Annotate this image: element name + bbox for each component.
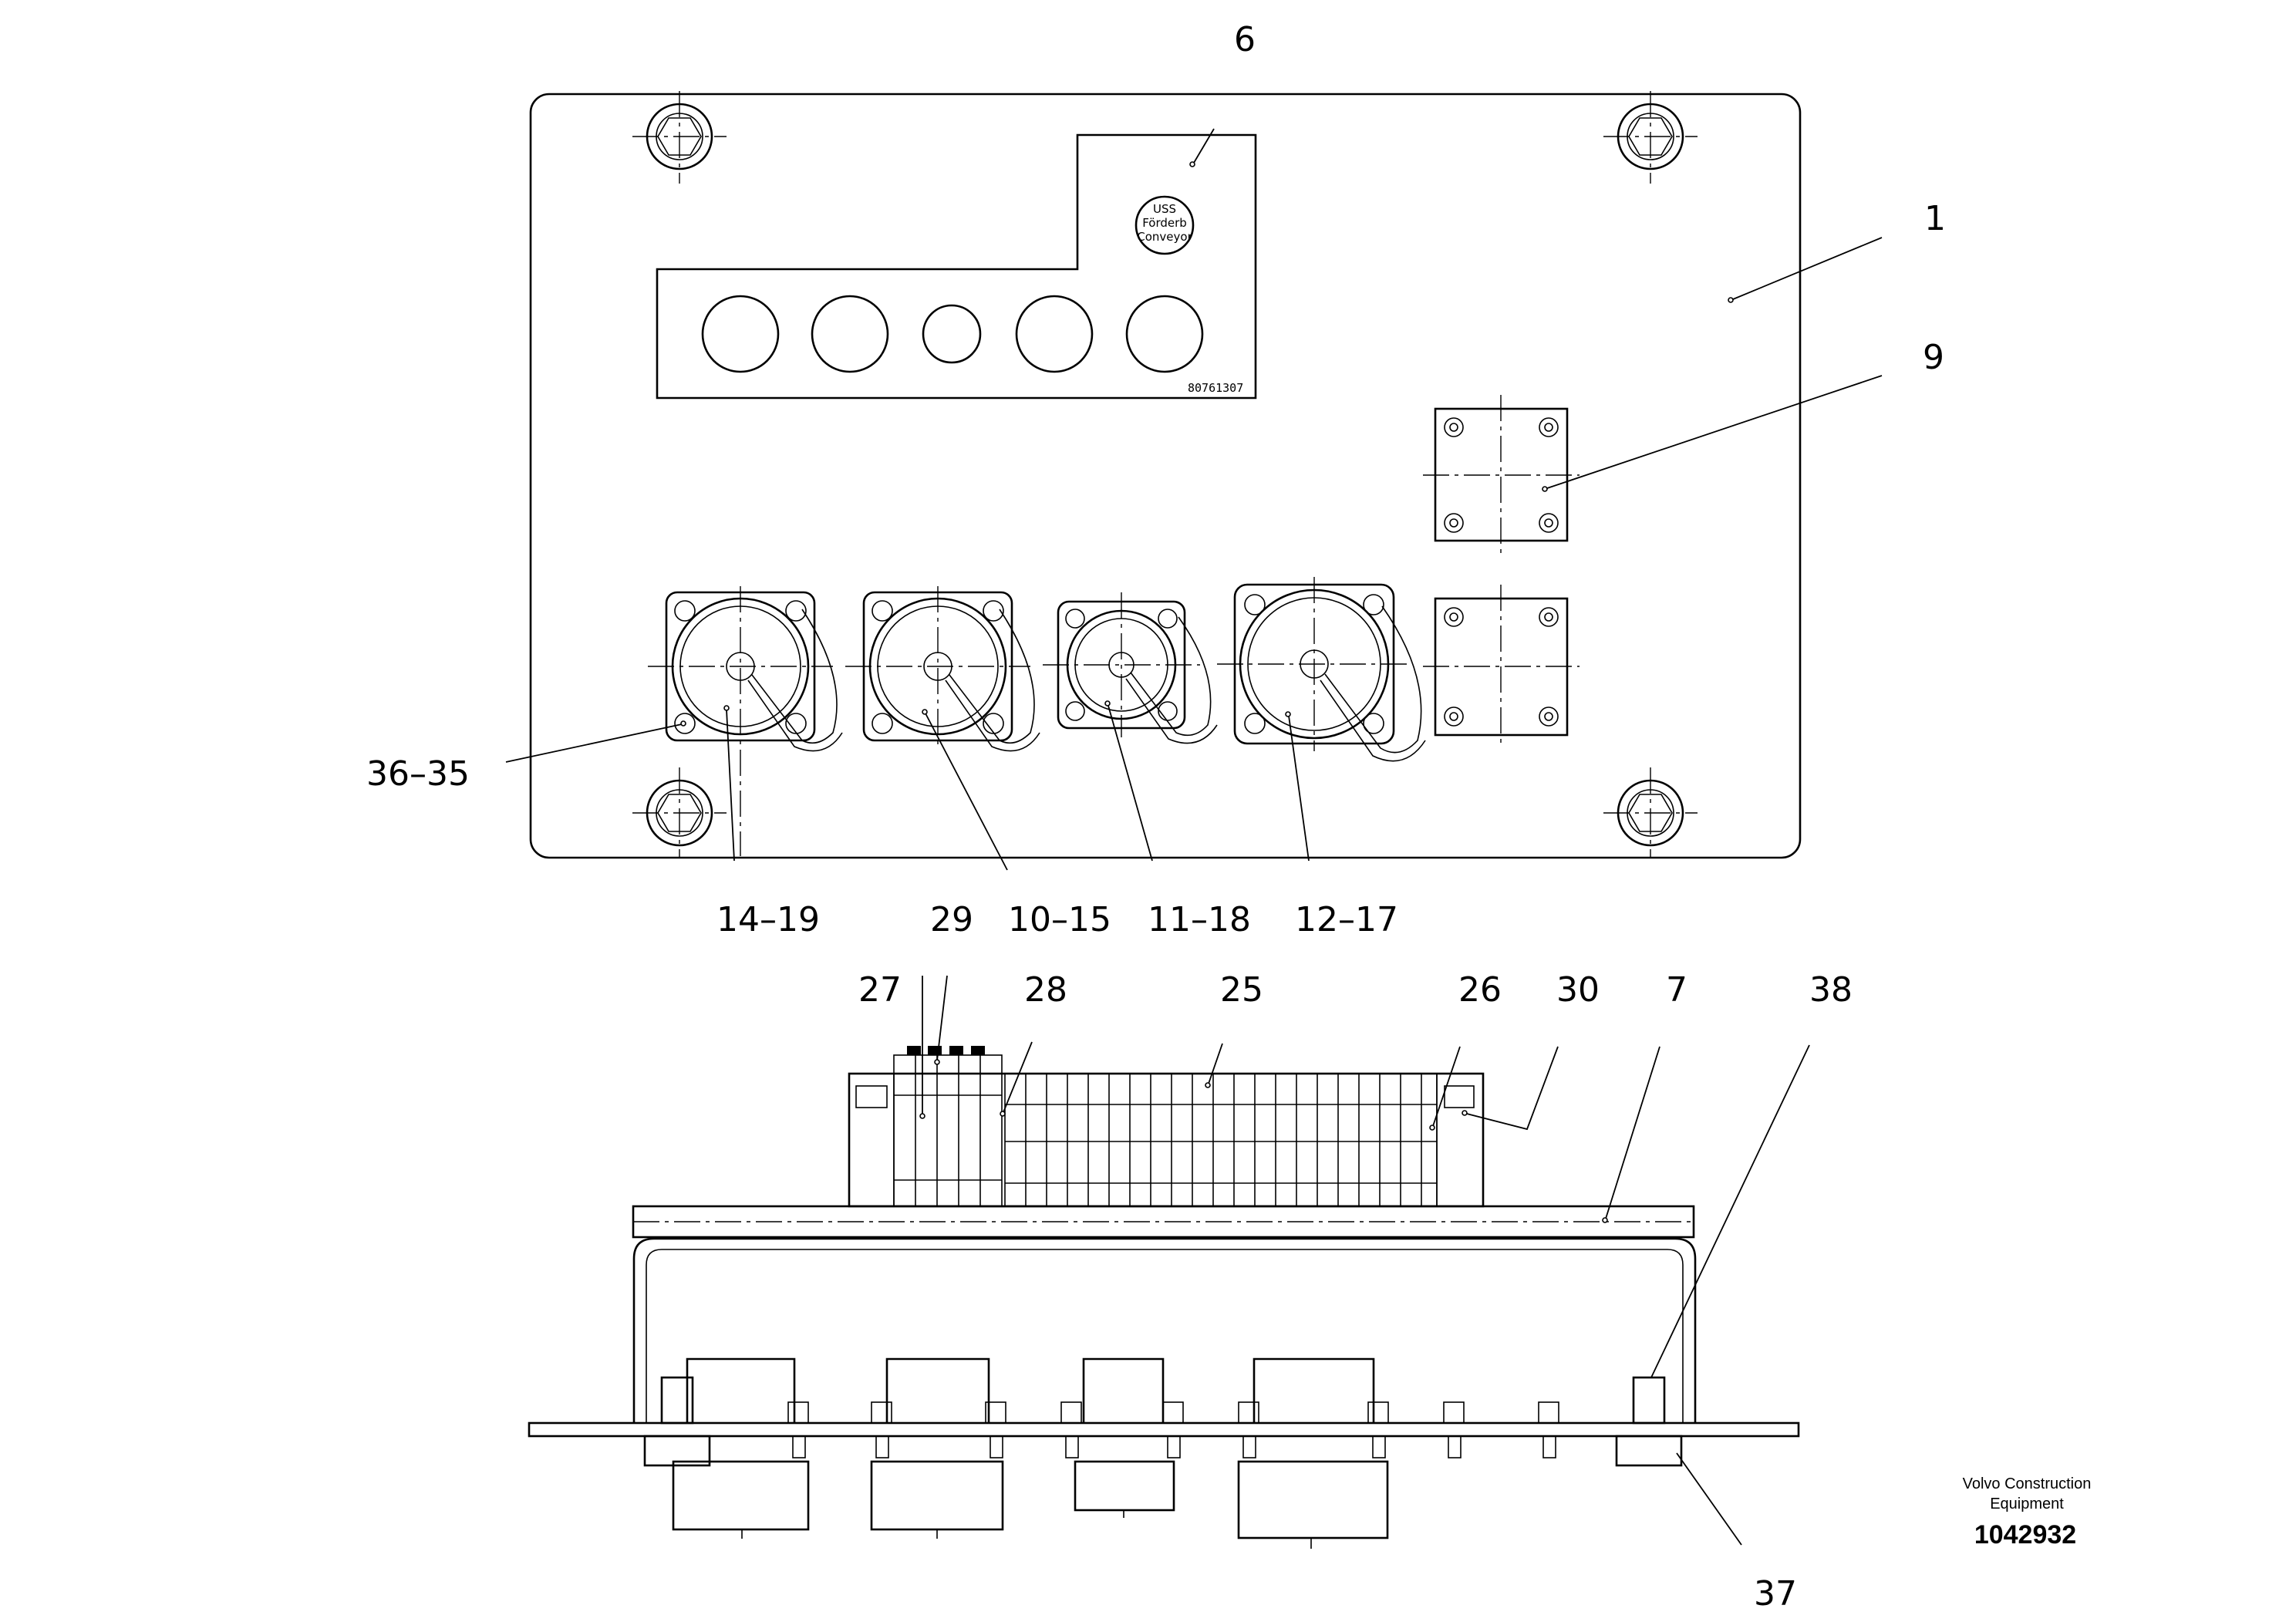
callout-27: 27 <box>858 970 902 1010</box>
side-fasteners <box>787 1401 1559 1458</box>
callout-29: 29 <box>930 900 973 939</box>
terminal-divisions <box>1025 1074 1422 1206</box>
corner-nut-bottom-right <box>1603 767 1698 858</box>
callout-38: 38 <box>1809 970 1853 1010</box>
base-panel <box>529 93 1802 859</box>
base-plate-side <box>528 1421 1800 1438</box>
mounting-bracket <box>632 1237 1697 1423</box>
top-view: USS Förderb Conveyor 80761307 <box>529 91 1802 859</box>
document-number: 1042932 <box>1974 1520 2076 1549</box>
connector-socket-2 <box>845 586 1040 752</box>
leader-lines <box>505 128 1883 1546</box>
plate-part-number: 80761307 <box>1188 381 1243 395</box>
callout-28: 28 <box>1024 970 1067 1010</box>
plate-hole-4 <box>1015 295 1094 373</box>
terminal-block-assembly <box>848 1046 1485 1208</box>
mounting-block-upper <box>1423 395 1580 555</box>
corner-nut-bottom-left <box>632 767 727 858</box>
callout-10-15: 10–15 <box>1008 900 1111 939</box>
connector-side-4 <box>1237 1357 1389 1549</box>
side-view <box>528 1046 1800 1549</box>
callout-25: 25 <box>1220 970 1263 1010</box>
conveyor-badge <box>1135 195 1195 255</box>
badge-line-3: Conveyor <box>1137 230 1192 244</box>
callout-7: 7 <box>1666 970 1687 1010</box>
plate-hole-2 <box>811 295 889 373</box>
spacer-bolt-left <box>643 1376 711 1467</box>
callout-30: 30 <box>1556 970 1600 1010</box>
corner-nut-top-right <box>1603 91 1698 184</box>
corner-nut-top-left <box>632 91 727 184</box>
callout-37: 37 <box>1754 1574 1797 1614</box>
footer-brand: Volvo Construction Equipment 1042932 <box>1963 1475 2092 1549</box>
brand-line-2: Equipment <box>1990 1496 2064 1512</box>
plate-hole-5 <box>1125 295 1204 373</box>
brand-line-1: Volvo Construction <box>1963 1475 2092 1492</box>
callout-6: 6 <box>1234 20 1256 59</box>
callout-labels: 6 1 9 36–35 14–19 29 10–15 11–18 12–17 2… <box>366 20 1946 1614</box>
callout-1: 1 <box>1924 199 1946 238</box>
callout-11-18: 11–18 <box>1148 900 1251 939</box>
badge-line-1: USS <box>1153 202 1176 216</box>
callout-26: 26 <box>1458 970 1502 1010</box>
connector-side-1 <box>672 1357 810 1539</box>
connector-side-3 <box>1074 1357 1175 1518</box>
callout-9: 9 <box>1923 338 1944 377</box>
badge-line-2: Förderb <box>1142 216 1187 230</box>
connector-socket-3 <box>1043 592 1218 744</box>
connector-socket-4 <box>1217 577 1426 762</box>
connector-side-2 <box>870 1357 1004 1539</box>
plate-hole-3 <box>922 304 982 364</box>
spacer-bolt-right <box>1615 1376 1683 1467</box>
label-plate: USS Förderb Conveyor 80761307 <box>656 133 1257 400</box>
callout-14-19: 14–19 <box>716 900 820 939</box>
mounting-block-lower <box>1423 585 1580 748</box>
plate-hole-1 <box>701 295 780 373</box>
callout-36-35: 36–35 <box>366 754 470 794</box>
callout-12-17: 12–17 <box>1295 900 1398 939</box>
connector-socket-1 <box>648 586 843 856</box>
